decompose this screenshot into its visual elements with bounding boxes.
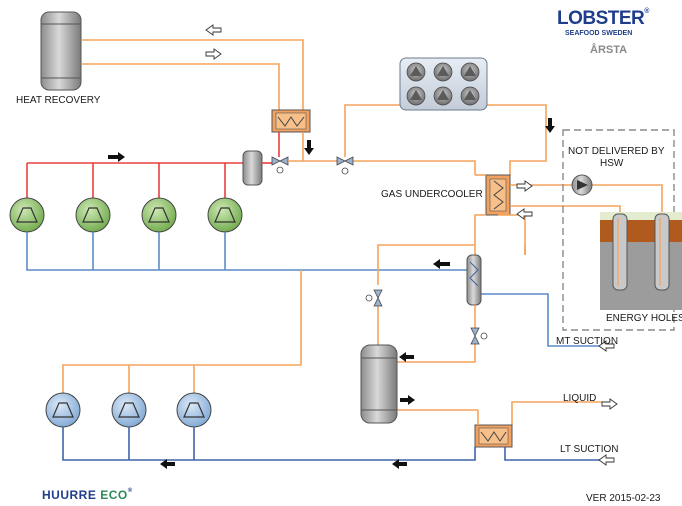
heat-recovery-exchanger	[271, 109, 311, 133]
not-delivered-label-line1: NOT DELIVERED BY	[568, 146, 665, 157]
energy-holes-label: ENERGY HOLES	[606, 313, 682, 324]
heat-recovery-tank	[40, 11, 82, 91]
not-delivered-label-line2: HSW	[600, 158, 624, 169]
outlet-flow-arrows	[598, 340, 618, 466]
lt-suction-label: LT SUCTION	[560, 444, 619, 455]
flow-arrow-right	[400, 395, 415, 405]
site-name: ÅRSTA	[590, 44, 628, 56]
three-way-valve-icon	[336, 156, 354, 175]
hot-gas-lines	[26, 132, 280, 200]
gas-undercooler-exchanger	[485, 174, 511, 216]
three-way-valve-icon	[271, 156, 289, 174]
pump-icon	[571, 174, 593, 196]
lobster-subtitle: SEAFOOD SWEDEN	[565, 30, 633, 37]
compressor-icon	[207, 197, 243, 233]
three-way-valve-icon	[470, 327, 488, 345]
gas-undercooler-label: GAS UNDERCOOLER	[381, 189, 483, 200]
compressor-icon	[9, 197, 45, 233]
suction-heat-exchanger	[466, 254, 482, 306]
flow-arrow-left	[392, 459, 407, 469]
mt-compressors	[9, 197, 243, 233]
liquid-receiver	[360, 344, 398, 424]
heat-recovery-flow-arrows	[205, 24, 222, 60]
lt-heat-exchanger	[474, 424, 513, 448]
version-label: VER 2015-02-23	[586, 493, 661, 504]
flow-arrow-left	[399, 352, 414, 362]
huurre-wordmark: HUURRE	[42, 488, 97, 502]
heat-recovery-pipes	[81, 39, 304, 110]
flow-arrow-right	[108, 152, 125, 162]
receiver-pipes	[62, 244, 603, 425]
flow-arrow-down	[545, 118, 555, 133]
three-way-valve-icon	[365, 289, 383, 307]
liquid-label: LIQUID	[563, 393, 597, 404]
oil-separator	[242, 150, 263, 186]
fan-icon	[406, 62, 480, 106]
gas-cooler-pipes	[288, 104, 547, 175]
lobster-wordmark: LOBSTER	[557, 8, 645, 29]
flow-arrow-down	[304, 140, 314, 155]
compressor-icon	[111, 392, 147, 428]
compressor-icon	[141, 197, 177, 233]
huurre-eco-logo: HUURRE ECO®	[42, 488, 133, 502]
lt-compressors	[45, 392, 212, 428]
lobster-logo: LOBSTER®	[557, 8, 649, 30]
mt-suction-lines	[26, 232, 605, 347]
compressor-icon	[75, 197, 111, 233]
energy-holes	[600, 212, 682, 310]
gas-cooler	[399, 57, 488, 111]
undercooler-flow-arrows	[516, 180, 533, 220]
heat-recovery-label: HEAT RECOVERY	[16, 95, 101, 106]
lt-suction-lines	[62, 427, 605, 461]
flow-arrow-left	[433, 259, 450, 269]
mt-suction-label: MT SUCTION	[556, 336, 619, 347]
lobster-registered: ®	[644, 8, 649, 15]
eco-wordmark: ECO	[100, 488, 128, 502]
compressor-icon	[45, 392, 81, 428]
huurre-registered: ®	[127, 488, 133, 494]
flow-arrow-left	[160, 459, 175, 469]
compressor-icon	[176, 392, 212, 428]
